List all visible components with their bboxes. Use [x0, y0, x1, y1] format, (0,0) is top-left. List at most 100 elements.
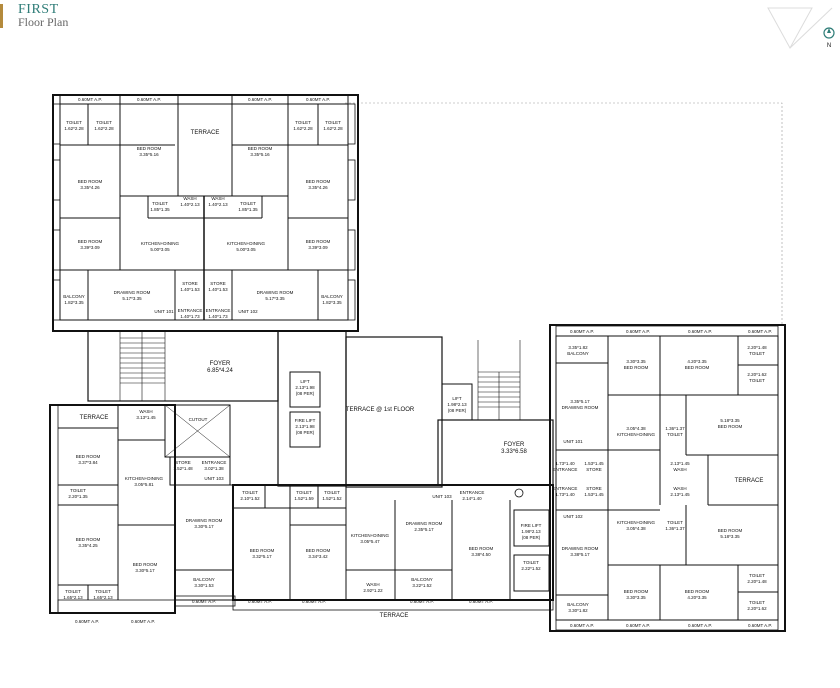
terrace-label: TERRACE	[191, 130, 220, 136]
dimension-label: 3.38*4.50	[471, 552, 491, 557]
toilet-label: TOILET	[295, 120, 311, 125]
dimension-label: 2.13*1.45	[670, 461, 690, 466]
dimension-label: 2.20*1.62	[747, 372, 767, 377]
dimension-label: 3.37*3.84	[78, 460, 98, 465]
lift-label: LIFT	[300, 379, 310, 384]
dimension-label: 2.20*1.35	[68, 494, 88, 499]
kitchen-label: KITCHEN+DINING	[125, 476, 164, 481]
ap-label: 0.60MT A.P.	[469, 599, 493, 604]
unit-label: UNIT 101	[563, 439, 583, 444]
bedroom-label: BED ROOM	[133, 562, 158, 567]
dimension-label: 3.32*5.17	[252, 554, 272, 559]
ap-label: 0.60MT A.P.	[192, 599, 216, 604]
dimension-label: 1.82*3.35	[64, 300, 84, 305]
dimension-label: 1.40*1.53	[208, 287, 228, 292]
dimension-label: 1.52*1.48	[173, 466, 193, 471]
ap-label: 0.60MT A.P.	[688, 329, 712, 334]
cutout-label: CUTOUT	[189, 417, 208, 422]
plan-subtitle: Floor Plan	[18, 15, 69, 29]
dimension-label: 3.05*5.81	[134, 482, 154, 487]
bedroom-label: BED ROOM	[250, 548, 275, 553]
ap-label: 0.60MT A.P.	[570, 329, 594, 334]
entrance-label: ENTRANCE	[460, 490, 485, 495]
toilet-label: TOILET	[749, 600, 765, 605]
fire-lift-label: FIRE LIFT	[521, 523, 542, 528]
dimension-label: 3.35*5.17	[570, 399, 590, 404]
bedroom-label: BED ROOM	[78, 239, 103, 244]
ap-label: 0.60MT A.P.	[570, 623, 594, 628]
dimension-label: 2.92*1.22	[363, 588, 383, 593]
dimension-label: 3.33*6.58	[501, 449, 527, 455]
toilet-label: TOILET	[66, 120, 82, 125]
toilet-label: TOILET	[240, 201, 256, 206]
dimension-label: 1.82*3.35	[322, 300, 342, 305]
store-label: STORE	[586, 486, 601, 491]
staircase-right	[478, 371, 520, 420]
dimension-label: 2.10*1.52	[240, 496, 260, 501]
toilet-label: TOILET	[667, 432, 683, 437]
ap-label: 0.60MT A.P.	[626, 329, 650, 334]
dimension-label: 3.30*5.17	[194, 524, 214, 529]
bedroom-label: BED ROOM	[137, 146, 162, 151]
dimension-label: 1.52*1.59	[294, 496, 314, 501]
store-label: STORE	[182, 281, 197, 286]
bedroom-label: BED ROOM	[306, 548, 331, 553]
dimension-label: 1.40*1.53	[180, 287, 200, 292]
unit-label: UNIT 103	[204, 476, 224, 481]
wash-label: WASH	[211, 196, 224, 201]
kitchen-label: KITCHEN+DINING	[617, 432, 656, 437]
drawing-room-label: DRAWING ROOM	[562, 405, 599, 410]
fire-lift-capacity: (08 PER)	[296, 430, 315, 435]
compass-label: N	[827, 43, 831, 49]
dimension-label: 1.40*1.73	[208, 314, 228, 319]
wash-label: WASH	[139, 409, 152, 414]
dimension-label: 6.85*4.24	[207, 368, 233, 374]
store-label: STORE	[175, 460, 190, 465]
central-core	[87, 330, 554, 488]
dimension-label: 1.36*1.37	[665, 426, 685, 431]
ap-label: 0.60MT A.P.	[75, 619, 99, 624]
dimension-label: 3.30*5.17	[135, 568, 155, 573]
toilet-label: TOILET	[324, 490, 340, 495]
terrace-label: TERRACE	[735, 478, 764, 484]
ap-label: 0.60MT A.P.	[748, 623, 772, 628]
dimension-label: 5.00*3.05	[150, 247, 170, 252]
foyer-label: FOYER	[504, 442, 525, 448]
store-label: STORE	[210, 281, 225, 286]
dimension-label: 1.40*2.13	[180, 202, 200, 207]
drawing-room-label: DRAWING ROOM	[186, 518, 223, 523]
ap-label: 0.60MT A.P.	[78, 97, 102, 102]
dimension-label: 2.35*5.17	[414, 527, 434, 532]
unit-label: UNIT 103	[432, 494, 452, 499]
unit-label: UNIT 102	[238, 309, 258, 314]
wash-label: WASH	[673, 486, 686, 491]
dimension-label: 1.73*1.40	[555, 492, 575, 497]
balcony-label: BALCONY	[567, 351, 589, 356]
dimension-label: 1.98*2.13	[447, 402, 467, 407]
ap-label: 0.60MT A.P.	[688, 623, 712, 628]
dimension-label: 4.20*3.35	[687, 595, 707, 600]
dimension-label: 1.85*1.35	[150, 207, 170, 212]
dimension-label: 1.40*2.13	[208, 202, 228, 207]
bedroom-label: BED ROOM	[306, 239, 331, 244]
dimension-label: 3.38*5.17	[570, 552, 590, 557]
unit-label: UNIT 101	[154, 309, 174, 314]
dimension-label: 5.17*3.35	[265, 296, 285, 301]
dimension-label: 1.62*2.28	[293, 126, 313, 131]
ap-label: 0.60MT A.P.	[248, 97, 272, 102]
dimension-label: 2.14*1.40	[462, 496, 482, 501]
balcony-label: BALCONY	[321, 294, 343, 299]
dimension-label: 3.30*3.35	[626, 595, 646, 600]
dimension-label: 1.62*2.28	[64, 126, 84, 131]
toilet-label: TOILET	[65, 589, 81, 594]
unit-label: UNIT 102	[563, 514, 583, 519]
dimension-label: 2.20*1.48	[747, 345, 767, 350]
dimension-label: 3.02*1.38	[204, 466, 224, 471]
ap-label: 0.60MT A.P.	[131, 619, 155, 624]
dimension-label: 1.65*2.13	[93, 595, 113, 600]
store-label: STORE	[586, 467, 601, 472]
wash-label: WASH	[183, 196, 196, 201]
compass-icon: N	[823, 27, 835, 49]
dimension-label: 5.18*3.35	[720, 534, 740, 539]
